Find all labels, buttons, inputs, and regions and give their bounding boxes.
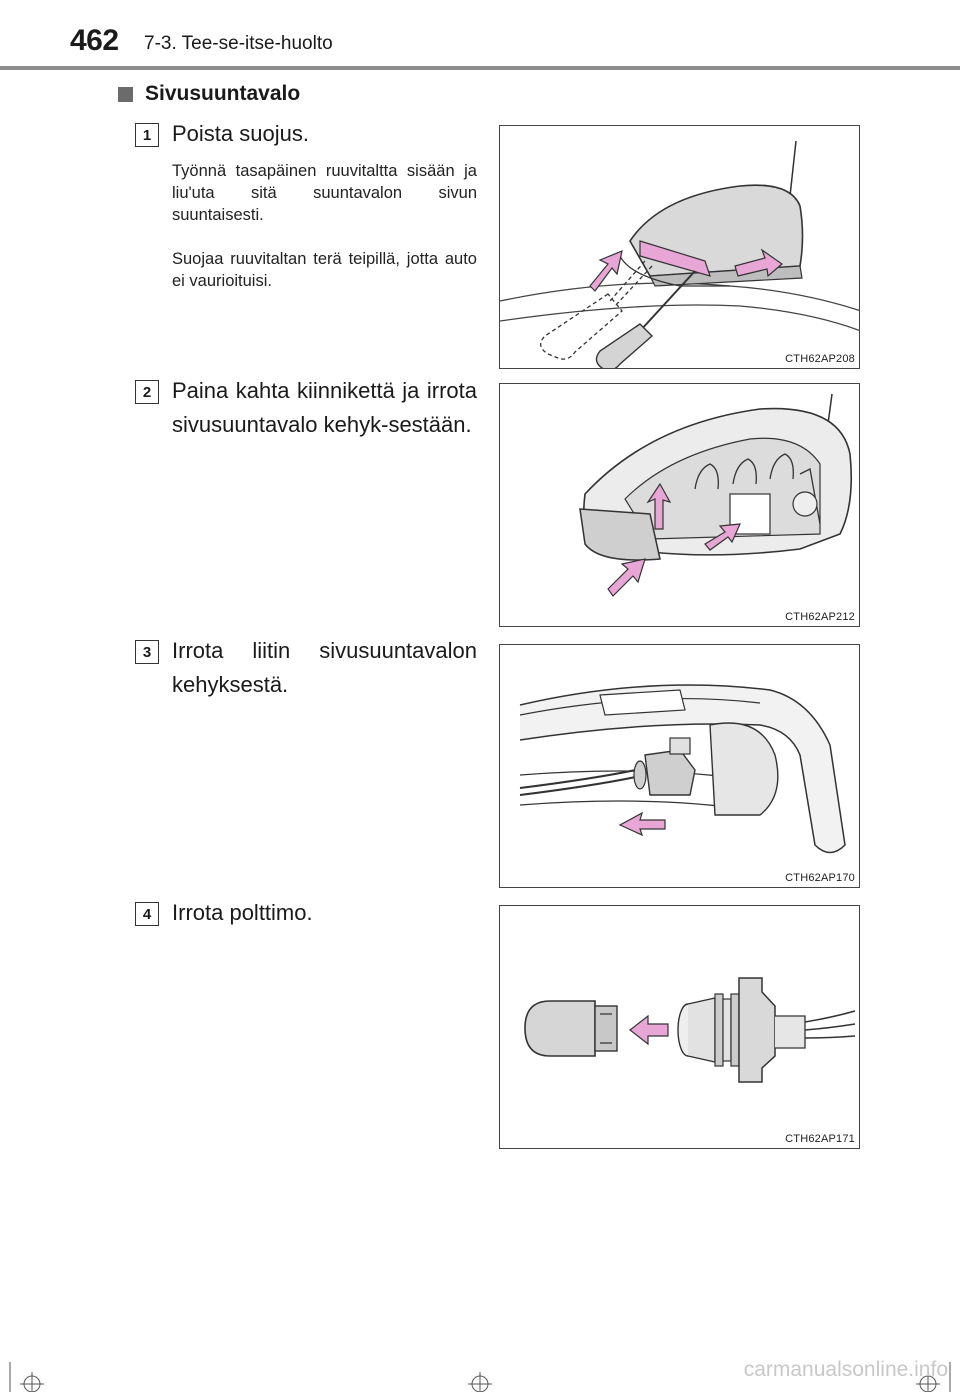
step-3-title: Irrota liitin sivusuuntavalon kehyksestä… xyxy=(172,638,477,697)
bulb-illustration xyxy=(524,977,856,1083)
square-bullet-icon xyxy=(118,86,133,102)
mirror-cover-illustration xyxy=(500,140,859,368)
chapter-title: 7-3. Tee-se-itse-huolto xyxy=(144,33,333,54)
figure-code: CTH62AP170 xyxy=(785,872,855,884)
crop-marks xyxy=(9,1362,951,1392)
connector-illustration xyxy=(519,684,846,854)
page-number: 462 xyxy=(70,24,119,57)
section-heading-text: Sivusuuntavalo xyxy=(145,82,301,105)
step-4-title: Irrota polttimo. xyxy=(172,900,313,925)
figure-remove-bulb: CTH62AP171 xyxy=(499,905,860,1149)
step-number-4: 4 xyxy=(135,902,159,926)
step-1-note-1: Työnnä tasapäinen ruuvitaltta sisään ja … xyxy=(172,162,477,224)
figure-remove-cover: CTH62AP208 xyxy=(499,125,860,369)
figure-remove-connector: CTH62AP170 xyxy=(499,644,860,888)
step-1-note-2: Suojaa ruuvitaltan terä teipillä, jotta … xyxy=(172,250,477,290)
watermark: carmanualsonline.info xyxy=(743,1358,948,1381)
section-heading: Sivusuuntavalo xyxy=(118,82,300,106)
figure-code: CTH62AP212 xyxy=(785,611,855,623)
step-2-title: Paina kahta kiinnikettä ja irrota sivusu… xyxy=(172,378,477,437)
step-number-1: 1 xyxy=(135,123,159,147)
figure-release-clips: CTH62AP212 xyxy=(499,383,860,627)
header-rule xyxy=(0,66,960,70)
step-number-2: 2 xyxy=(135,380,159,404)
figure-code: CTH62AP208 xyxy=(785,353,855,365)
step-1-title: Poista suojus. xyxy=(172,121,309,146)
step-number-3: 3 xyxy=(135,640,159,664)
figure-code: CTH62AP171 xyxy=(785,1133,855,1145)
mirror-frame-illustration xyxy=(579,393,853,597)
